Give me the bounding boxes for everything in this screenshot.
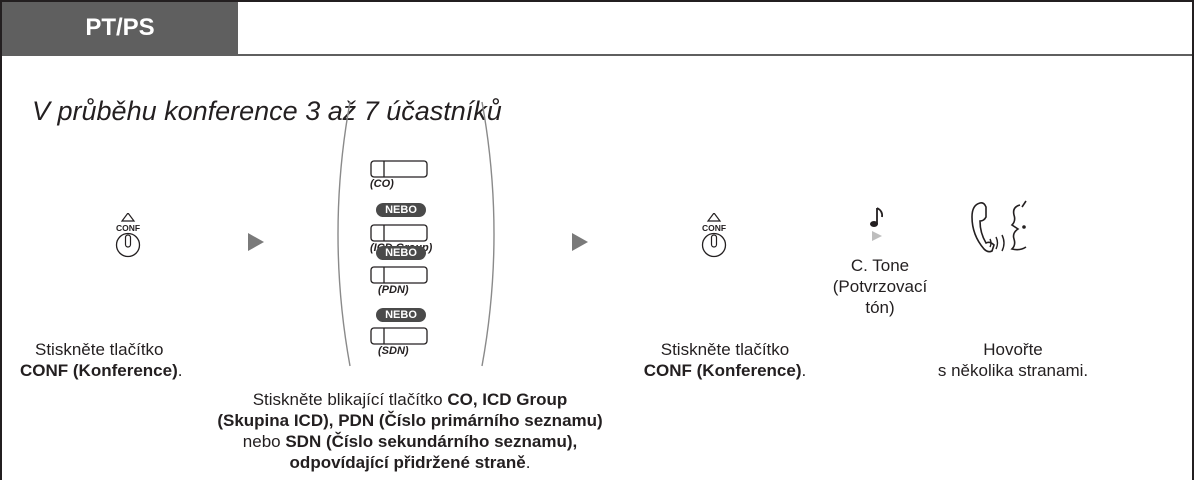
step2-caption-line2: (Skupina ICD), PDN (Číslo primárního sez…	[150, 410, 670, 431]
or-badge: NEBO	[376, 203, 426, 217]
step3-caption-bold: CONF (Konference)	[643, 361, 802, 380]
right-parenthesis-icon	[481, 101, 495, 367]
step1-caption-end: .	[177, 361, 183, 380]
step3-caption-line1: Stiskněte tlačítko	[660, 340, 790, 359]
conf-icon-label: CONF	[702, 223, 726, 233]
or-badge-label: NEBO	[385, 309, 417, 321]
step2-caption-l3-text: nebo	[242, 432, 286, 451]
talk-line1: Hovořte	[983, 340, 1043, 359]
conf-button-icon: CONF	[700, 212, 728, 259]
mode-tab: PT/PS	[2, 2, 238, 54]
tone-line1: C. Tone	[850, 256, 910, 275]
or-badge-label: NEBO	[385, 247, 417, 259]
tone-line2: (Potvrzovací	[832, 277, 928, 296]
step2-caption-l2-bold: (Skupina ICD), PDN (Číslo primárního sez…	[217, 411, 603, 430]
flexible-button-icon	[370, 224, 428, 242]
key-label-co: (CO)	[370, 178, 394, 190]
or-badge: NEBO	[376, 246, 426, 260]
arrow-right-icon	[248, 233, 264, 251]
or-badge: NEBO	[376, 308, 426, 322]
step2-caption-l3-bold: SDN (Číslo sekundárního seznamu),	[285, 432, 578, 451]
left-parenthesis-icon	[337, 101, 351, 367]
talk-caption: Hovořte s několika stranami.	[918, 339, 1108, 381]
tone-line3: tón)	[865, 298, 895, 317]
key-group-co: (CO)	[360, 160, 460, 190]
step2-caption-l1-bold: CO, ICD Group	[447, 390, 568, 409]
flexible-button-icon	[370, 327, 428, 345]
handset-talking-icon	[971, 200, 1027, 253]
talk-line2: s několika stranami.	[937, 361, 1089, 380]
key-label-sdn: (SDN)	[378, 345, 409, 357]
step1-caption: Stiskněte tlačítko CONF (Konference).	[20, 339, 260, 381]
step1-caption-bold: CONF (Konference)	[20, 361, 178, 380]
header-divider	[2, 54, 1192, 56]
flexible-button-icon	[370, 160, 428, 178]
step3-caption: Stiskněte tlačítko CONF (Konference).	[590, 339, 860, 381]
step1-caption-line1: Stiskněte tlačítko	[35, 340, 164, 359]
or-badge-label: NEBO	[385, 204, 417, 216]
step2-caption-line4: odpovídající přidržené straně.	[150, 452, 670, 473]
step2-caption-line3: nebo SDN (Číslo sekundárního seznamu),	[150, 431, 670, 452]
mode-label: PT/PS	[85, 14, 155, 41]
key-group-pdn: (PDN)	[360, 266, 460, 296]
step2-caption-l4-end: .	[525, 453, 531, 472]
music-note-icon	[870, 207, 884, 241]
key-label-pdn: (PDN)	[378, 284, 409, 296]
arrow-right-icon	[572, 233, 588, 251]
step3-caption-end: .	[801, 361, 807, 380]
page-heading: V průběhu konference 3 až 7 účastníků	[32, 96, 502, 126]
step2-caption-l4-bold: odpovídající přidržené straně	[289, 453, 526, 472]
tone-caption: C. Tone (Potvrzovací tón)	[820, 255, 940, 318]
step2-caption-line1: Stiskněte blikající tlačítko CO, ICD Gro…	[150, 389, 670, 410]
flexible-button-icon	[370, 266, 428, 284]
step2-caption: Stiskněte blikající tlačítko CO, ICD Gro…	[150, 389, 670, 473]
conf-button-icon: CONF	[114, 212, 142, 259]
step2-caption-l1-text: Stiskněte blikající tlačítko	[252, 390, 448, 409]
key-group-sdn: (SDN)	[360, 327, 460, 357]
conf-icon-label: CONF	[116, 223, 140, 233]
